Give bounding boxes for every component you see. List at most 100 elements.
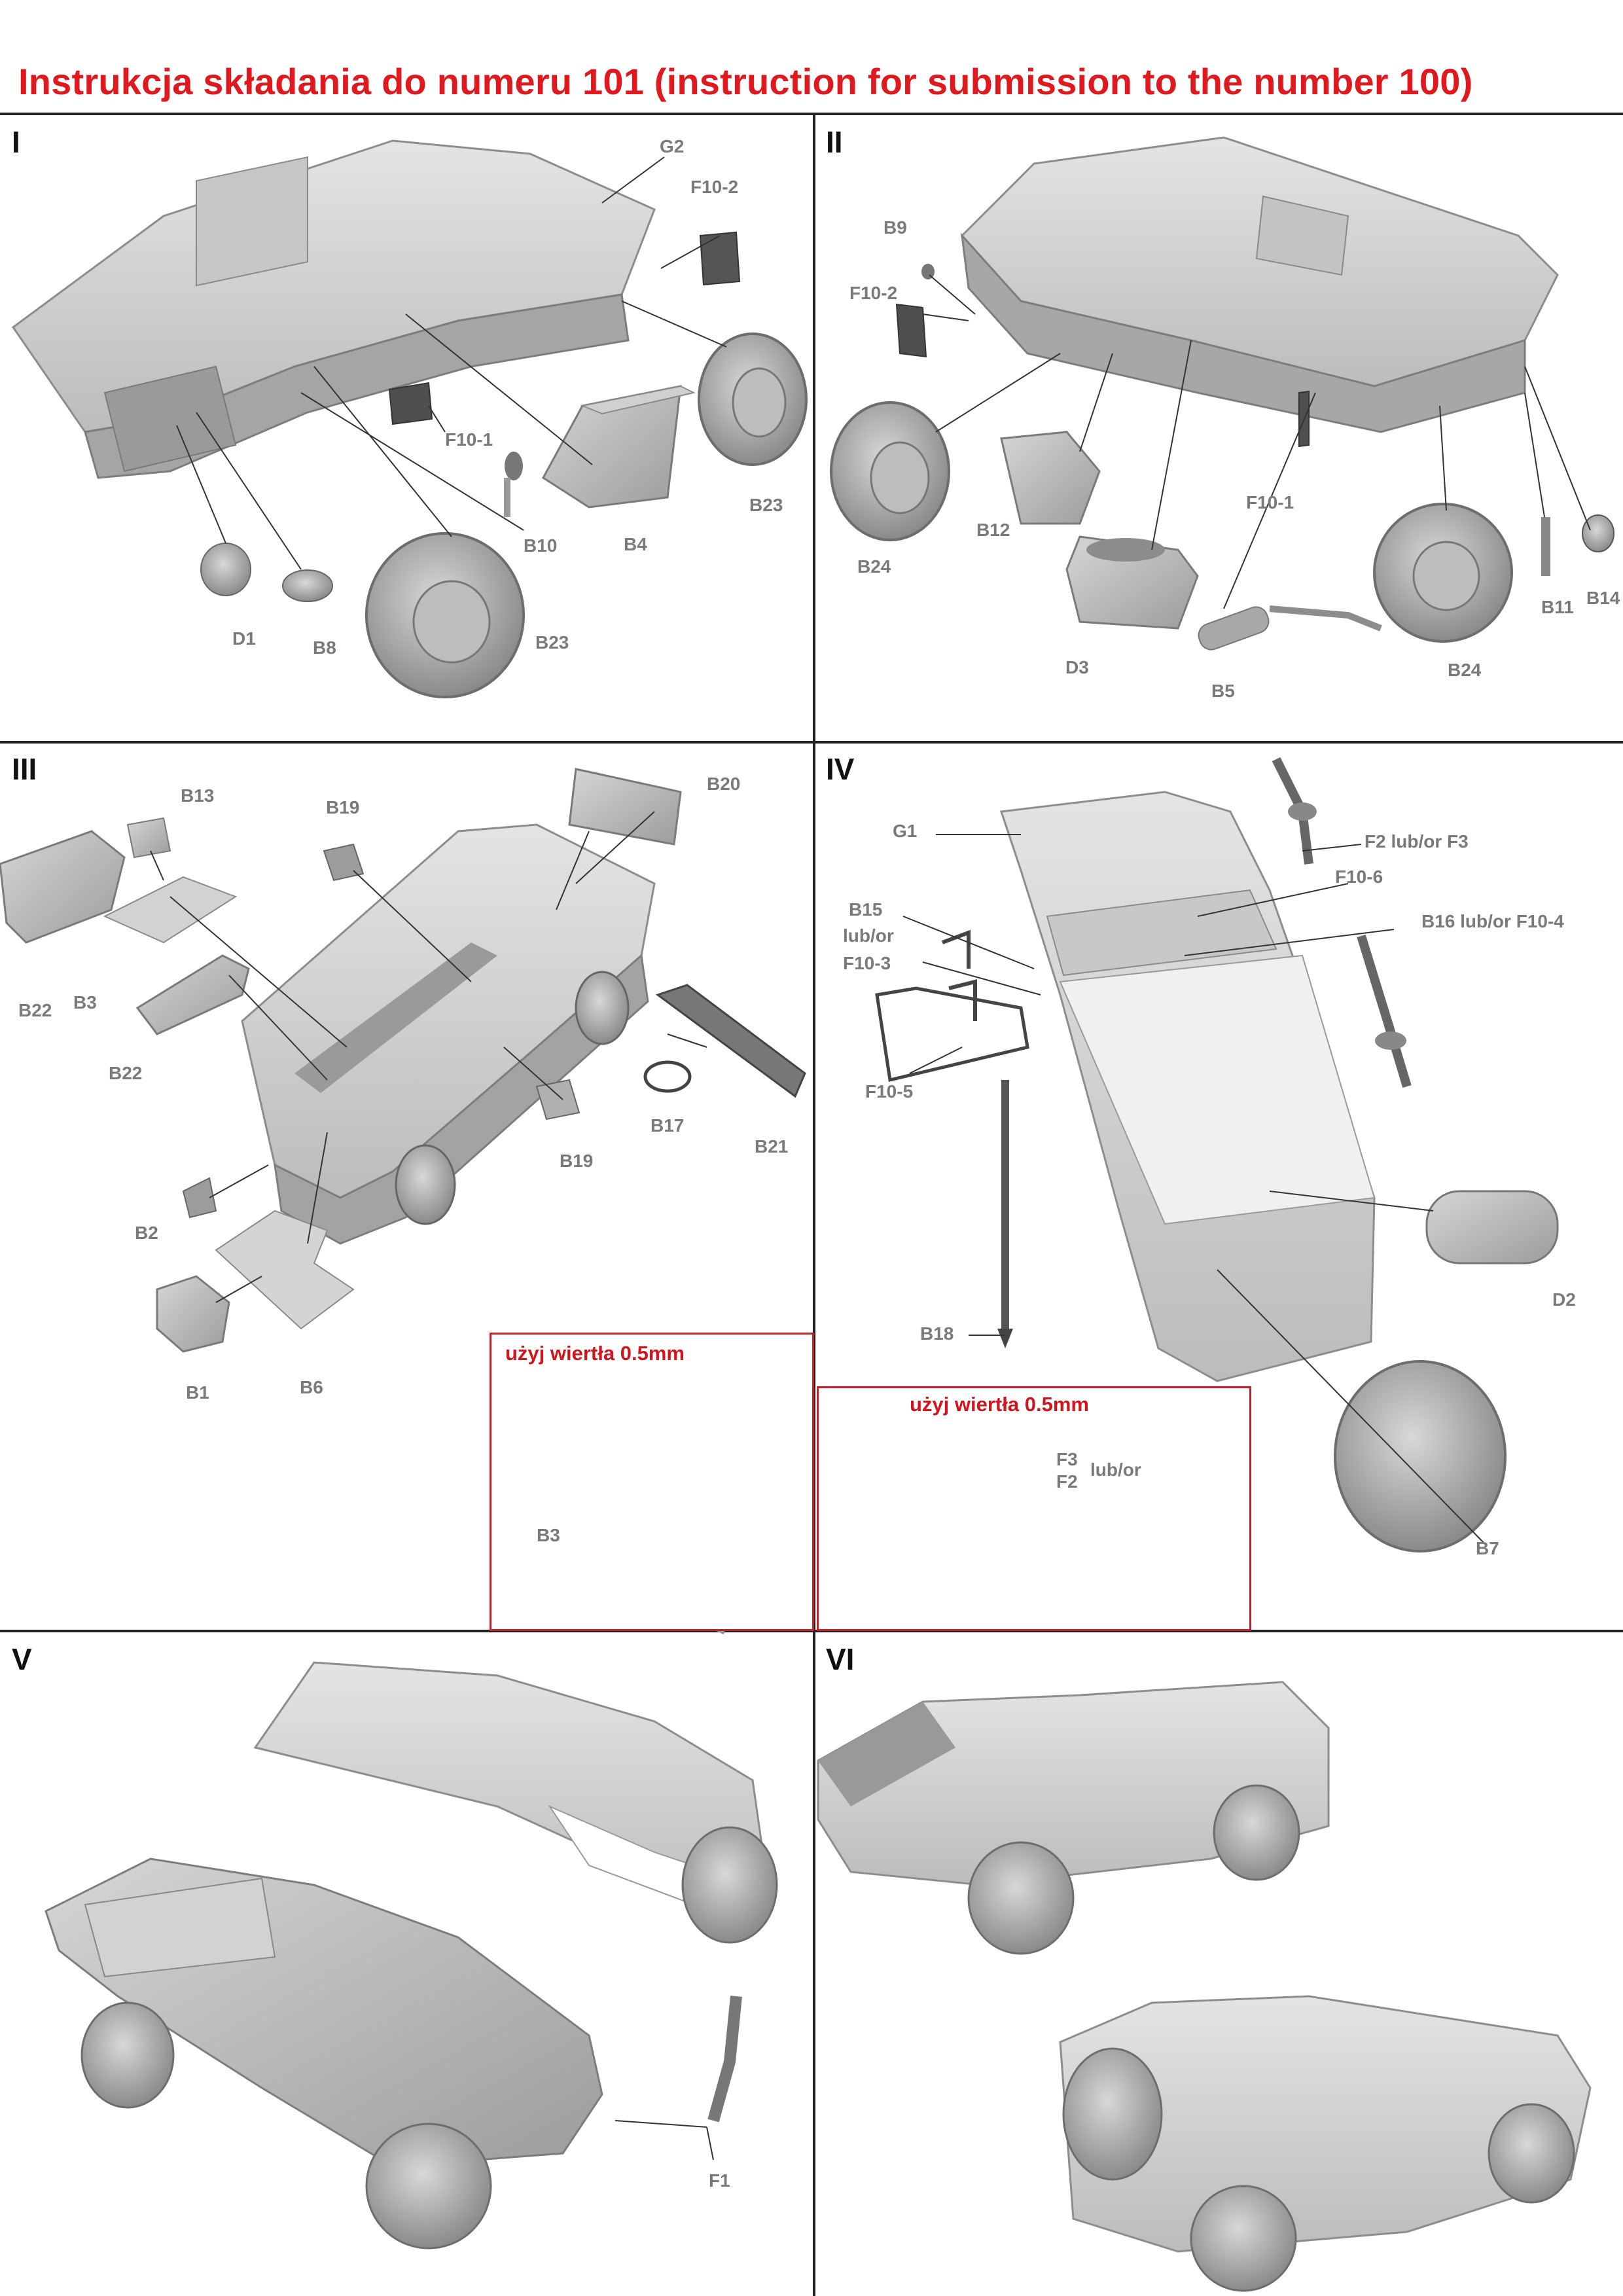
step3-seat-b13 xyxy=(126,817,171,859)
step1-wheel-b23-right xyxy=(698,332,808,466)
part-label-b2: B2 xyxy=(135,1223,158,1243)
step2-leader-lines xyxy=(922,274,1591,609)
step4-hull xyxy=(999,791,1376,1382)
part-label-g1: G1 xyxy=(893,821,918,841)
step6-vehicle-front xyxy=(817,1681,1330,1955)
step-number-1: I xyxy=(12,125,20,159)
step1-wheel-b23-front xyxy=(365,532,525,698)
part-label-d2: D2 xyxy=(1552,1289,1576,1310)
step2-light-b9 xyxy=(921,264,935,279)
step1-mirror-b10 xyxy=(504,452,523,517)
page-title: Instrukcja składania do numeru 101 (inst… xyxy=(18,61,1473,102)
step2-hull xyxy=(960,136,1559,433)
part-label-d3: D3 xyxy=(1065,657,1089,677)
drill-inset-b3 xyxy=(490,1333,814,1631)
step5-part-f1 xyxy=(707,1996,742,2123)
step1-headlight-d1 xyxy=(200,543,251,596)
part-label-f10-5: F10-5 xyxy=(865,1081,914,1102)
step-number-5: V xyxy=(12,1642,32,1676)
step-number-4: IV xyxy=(826,752,855,786)
step5-hull-bottom xyxy=(45,1857,603,2250)
step3-plate-b6 xyxy=(215,1210,355,1330)
drill-note-f2-f3: użyj wiertła 0.5mm xyxy=(910,1393,1089,1416)
step1-light-b8 xyxy=(282,569,333,602)
part-label-d1: D1 xyxy=(232,628,256,649)
part-label-b20: B20 xyxy=(707,774,741,794)
divider-row-1 xyxy=(0,741,1623,744)
part-label-b18: B18 xyxy=(920,1323,954,1344)
part-label-b17: B17 xyxy=(651,1115,685,1136)
step-number-6: VI xyxy=(826,1642,855,1676)
step6-vehicle-rear xyxy=(1059,1995,1592,2292)
inset-label-f2: F2 xyxy=(1056,1471,1078,1492)
part-label-b9: B9 xyxy=(883,217,907,238)
part-label-b11: B11 xyxy=(1541,597,1574,617)
part-label-b21: B21 xyxy=(755,1136,789,1157)
part-label-b22-middle: B22 xyxy=(109,1063,143,1083)
part-label-b24-left: B24 xyxy=(857,556,891,577)
part-label-b10: B10 xyxy=(524,535,558,556)
step3-box-b1 xyxy=(156,1275,230,1353)
part-label-f2-f3: F2 lub/or F3 xyxy=(1364,831,1469,852)
step3-item-b19-bottom xyxy=(535,1079,580,1121)
part-label-b6: B6 xyxy=(300,1377,323,1397)
inset-label-lub-or: lub/or xyxy=(1090,1460,1141,1480)
part-label-b19-top: B19 xyxy=(326,797,360,817)
step5-leader-lines xyxy=(615,2120,714,2161)
step1-plate-f10-1 xyxy=(388,382,433,425)
part-label-g2: G2 xyxy=(660,136,685,156)
part-label-b16-f10-4: B16 lub/or F10-4 xyxy=(1421,911,1564,931)
step2-exhaust-b5 xyxy=(1198,605,1382,651)
part-label-b3: B3 xyxy=(73,992,97,1013)
part-label-f10-6: F10-6 xyxy=(1335,867,1383,887)
step2-box-d3 xyxy=(1065,535,1199,630)
step3-plate-b3 xyxy=(103,876,238,944)
step4-mg-b16-f10-4 xyxy=(1357,934,1412,1088)
part-label-b19-bottom: B19 xyxy=(560,1151,594,1171)
step1-hull xyxy=(11,139,656,479)
part-label-b7: B7 xyxy=(1476,1538,1499,1558)
step3-leader-lines xyxy=(150,811,707,1303)
step3-wheel-b17 xyxy=(643,1060,692,1093)
step3-seat-b22-middle xyxy=(135,954,250,1035)
part-label-f10-1: F10-1 xyxy=(1246,492,1294,512)
step4-spare-b7 xyxy=(1334,1360,1507,1552)
part-label-b8: B8 xyxy=(313,637,336,658)
inset-label-b3: B3 xyxy=(537,1525,560,1545)
step2-wheel-b24-right xyxy=(1373,503,1513,643)
part-label-b12: B12 xyxy=(976,520,1010,540)
part-label-lub-or: lub/or xyxy=(843,925,894,946)
step-number-3: III xyxy=(12,752,37,786)
part-label-b22-left: B22 xyxy=(18,1000,52,1020)
part-label-b24-right: B24 xyxy=(1448,660,1482,680)
step4-roll-d2 xyxy=(1425,1190,1559,1265)
part-label-f10-3: F10-3 xyxy=(843,953,891,973)
part-label-b5: B5 xyxy=(1211,681,1235,701)
part-label-f10-1: F10-1 xyxy=(445,429,493,450)
part-label-b15: B15 xyxy=(849,899,883,920)
part-label-b23-front: B23 xyxy=(535,632,569,653)
drill-inset-f2-f3 xyxy=(817,1386,1251,1631)
step2-light-b14 xyxy=(1582,514,1614,552)
part-label-b13: B13 xyxy=(181,785,215,806)
divider-top xyxy=(0,113,1623,115)
step3-hull xyxy=(241,823,656,1245)
step3-dash-b21 xyxy=(655,984,806,1098)
part-label-b4: B4 xyxy=(624,534,647,554)
part-label-b14: B14 xyxy=(1586,588,1620,608)
step-number-2: II xyxy=(826,125,843,159)
step5-hull-top xyxy=(253,1661,778,1944)
step3-seat-b22-left xyxy=(0,830,126,944)
part-label-f10-2: F10-2 xyxy=(849,283,898,303)
divider-row-2 xyxy=(0,1630,1623,1632)
step3-item-b2 xyxy=(182,1177,217,1219)
step2-rod-b11 xyxy=(1541,517,1550,576)
step2-plate-f10-2 xyxy=(895,303,927,358)
step4-antenna-b18 xyxy=(997,1080,1013,1348)
step1-box-b4 xyxy=(542,385,696,509)
step4-bracket-b15 xyxy=(941,929,977,1021)
drill-note-b3: użyj wiertła 0.5mm xyxy=(505,1342,685,1365)
part-label-f10-2: F10-2 xyxy=(690,177,739,197)
step1-plate-f10-2 xyxy=(699,231,741,286)
